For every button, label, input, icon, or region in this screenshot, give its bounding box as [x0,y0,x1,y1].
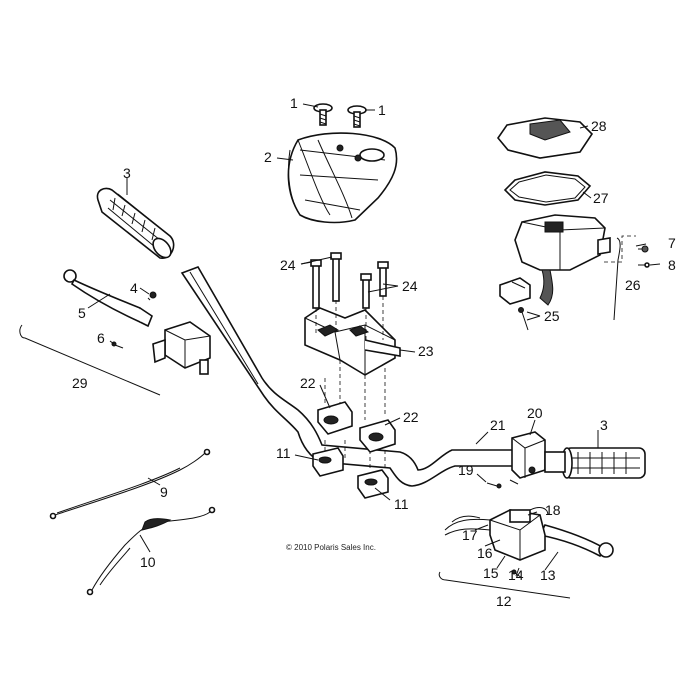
callout-22-right: 22 [403,409,419,425]
callout-29: 29 [72,375,88,391]
callout-2: 2 [264,149,272,165]
bolt-24-b[interactable] [330,252,342,302]
cover-28[interactable] [496,117,594,159]
screw-1-left[interactable] [313,103,333,126]
bolt-24-c[interactable] [360,273,372,309]
bracket-mount[interactable] [304,307,401,376]
handlebar[interactable] [180,266,516,487]
callout-7: 7 [668,235,676,251]
brake-lever-left[interactable] [63,269,153,328]
right-brake-lever[interactable] [538,524,614,558]
bracket-25[interactable] [499,277,531,305]
callout-15: 15 [483,565,499,581]
alignment-lines [315,296,386,470]
callout-9: 9 [160,484,168,500]
upper-clamp-right[interactable] [359,419,396,453]
throttle-housing[interactable] [511,431,566,479]
pin-8[interactable] [638,262,650,268]
callout-14: 14 [508,567,524,583]
callout-11-right: 11 [394,496,409,512]
lower-clamp-left[interactable] [312,447,344,477]
leader-lines [87,103,661,577]
throttle-cable[interactable] [49,448,211,520]
callout-25: 25 [544,308,560,324]
screw-19[interactable] [486,482,502,489]
callout-24-right: 24 [402,278,418,294]
brake-cable[interactable] [86,506,216,596]
copyright-notice: © 2010 Polaris Sales Inc. [286,543,376,552]
callout-16: 16 [477,545,493,561]
callout-4: 4 [130,280,138,296]
callout-1-right: 1 [378,102,386,118]
gasket-27[interactable] [503,171,592,206]
assembly-26-bracket [604,235,636,321]
screw-14[interactable] [511,569,523,579]
right-switch-housing[interactable] [489,507,549,561]
callout-20: 20 [527,405,543,421]
callout-3-left: 3 [123,165,131,181]
headlight-pod-cover[interactable] [287,132,398,224]
switch-screw[interactable] [111,341,124,349]
callout-17: 17 [462,527,478,543]
callout-19: 19 [458,462,474,478]
callout-28: 28 [591,118,607,134]
callout-27: 27 [593,190,609,206]
leader-29-bracket [19,324,161,396]
bolt-24-d[interactable] [377,261,389,297]
callout-12: 12 [496,593,512,609]
nut-7[interactable] [638,245,649,253]
callout-26: 26 [625,277,641,293]
upper-clamp-left[interactable] [317,401,353,435]
callout-10: 10 [140,554,156,570]
callout-3-right: 3 [600,417,608,433]
callout-6: 6 [97,330,105,346]
leader-12-bracket [438,571,571,599]
screw-1-right[interactable] [347,105,367,128]
screw-19b[interactable] [509,479,519,485]
wire-harness[interactable] [444,515,491,536]
callout-23: 23 [418,343,434,359]
bolt-24-a[interactable] [310,259,322,309]
right-grip[interactable] [561,447,646,479]
lower-clamp-right[interactable] [357,469,389,499]
left-switch-housing[interactable] [152,321,211,375]
callout-18: 18 [545,502,561,518]
callout-5: 5 [78,305,86,321]
callout-22-left: 22 [300,375,316,391]
callout-labels: 1 1 2 3 4 5 6 7 8 9 10 11 11 12 13 14 15… [72,95,676,609]
throttle-body[interactable] [514,214,611,306]
callout-24-left: 24 [280,257,296,273]
screw-25[interactable] [518,307,529,331]
callout-8: 8 [668,257,676,273]
callout-21: 21 [490,417,506,433]
lever-pivot[interactable] [147,291,157,301]
left-grip[interactable] [96,187,175,260]
callout-11-left: 11 [276,445,291,461]
callout-1-left: 1 [290,95,298,111]
callout-13: 13 [540,567,556,583]
